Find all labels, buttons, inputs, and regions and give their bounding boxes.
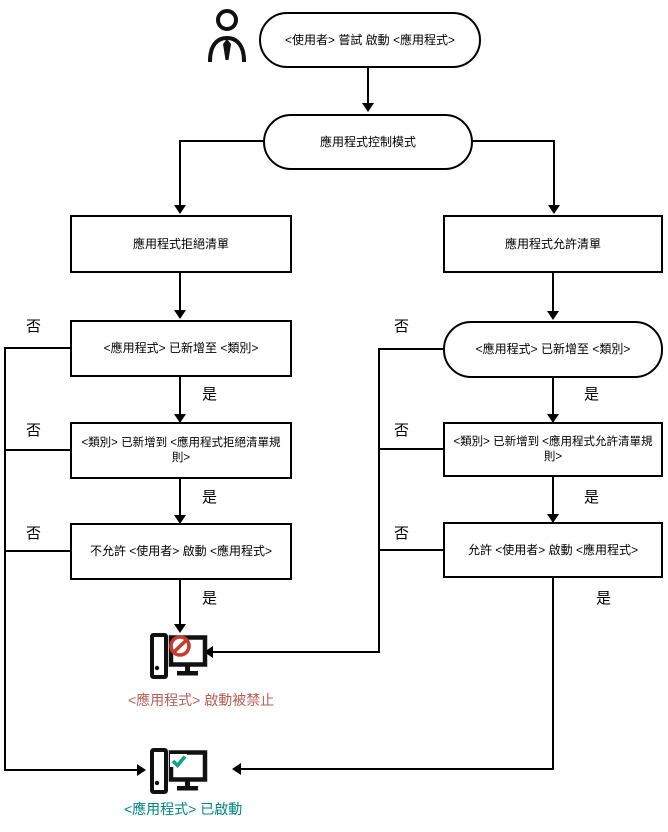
computer-started-icon: [150, 748, 208, 794]
arrowhead-down-icon: [174, 515, 186, 524]
connector: [241, 768, 554, 770]
arrowhead-down-icon: [174, 310, 186, 319]
connector: [4, 449, 70, 451]
connector: [4, 550, 70, 552]
connector: [4, 347, 6, 771]
node-allow-category-check: <應用程式> 已新增至 <類別>: [443, 321, 663, 378]
node-deny-permission-check: 不允許 <使用者> 啟動 <應用程式>: [70, 523, 292, 580]
label-yes-deny-category: 是: [202, 386, 218, 403]
connector: [179, 377, 181, 415]
node-control-mode: 應用程式控制模式: [263, 114, 473, 170]
connector: [552, 378, 554, 415]
label-no-deny-category: 否: [26, 318, 42, 335]
label-no-allow-category: 否: [394, 318, 410, 335]
arrowhead-down-icon: [548, 205, 560, 214]
label-yes-allow-rule: 是: [584, 489, 600, 506]
computer-blocked-icon: [150, 633, 208, 679]
user-actor-icon: [208, 9, 246, 62]
node-allow-permission-check: 允許 <使用者> 啟動 <應用程式>: [443, 522, 663, 578]
arrowhead-down-icon: [174, 624, 186, 633]
connector: [553, 140, 555, 206]
connector: [473, 140, 555, 142]
node-deny-rule-check: <類別> 已新增到 <應用程式拒絕清單規則>: [70, 422, 292, 479]
arrowhead-left-icon: [232, 763, 241, 775]
arrowhead-down-icon: [174, 414, 186, 423]
connector: [179, 140, 181, 206]
connector: [552, 273, 554, 312]
result-started-text: <應用程式> 已啟動: [124, 801, 243, 817]
connector: [180, 140, 263, 142]
label-no-allow-rule: 否: [394, 422, 410, 439]
node-allowlist: 應用程式允許清單: [443, 215, 663, 273]
connector: [552, 578, 554, 770]
connector: [378, 348, 380, 653]
label-no-deny-rule: 否: [26, 422, 42, 439]
connector: [552, 477, 554, 515]
connector: [213, 651, 380, 653]
connector: [378, 348, 443, 350]
label-yes-deny-rule: 是: [202, 489, 218, 506]
arrowhead-right-icon: [137, 764, 146, 776]
node-start: <使用者> 嘗試 啟動 <應用程式>: [259, 12, 481, 68]
label-yes-deny-permission: 是: [202, 590, 218, 607]
arrowhead-down-icon: [547, 311, 559, 320]
connector: [4, 347, 70, 349]
connector: [179, 580, 181, 625]
node-denylist: 應用程式拒絕清單: [70, 215, 292, 273]
node-deny-category-check: <應用程式> 已新增至 <類別>: [70, 320, 292, 377]
label-yes-allow-permission: 是: [596, 590, 612, 607]
arrowhead-down-icon: [547, 514, 559, 523]
arrowhead-down-icon: [362, 103, 374, 112]
node-allow-rule-check: <類別> 已新增到 <應用程式允許清單規則>: [443, 422, 663, 477]
label-yes-allow-category: 是: [584, 386, 600, 403]
connector: [179, 273, 181, 311]
label-no-deny-permission: 否: [26, 525, 42, 542]
result-blocked-text: <應用程式> 啟動被禁止: [128, 692, 275, 708]
connector: [179, 479, 181, 516]
arrowhead-left-icon: [204, 646, 213, 658]
connector: [378, 549, 443, 551]
connector: [4, 769, 137, 771]
connector: [367, 68, 369, 104]
arrowhead-down-icon: [174, 205, 186, 214]
arrowhead-down-icon: [547, 414, 559, 423]
label-no-allow-permission: 否: [394, 525, 410, 542]
connector: [378, 448, 443, 450]
